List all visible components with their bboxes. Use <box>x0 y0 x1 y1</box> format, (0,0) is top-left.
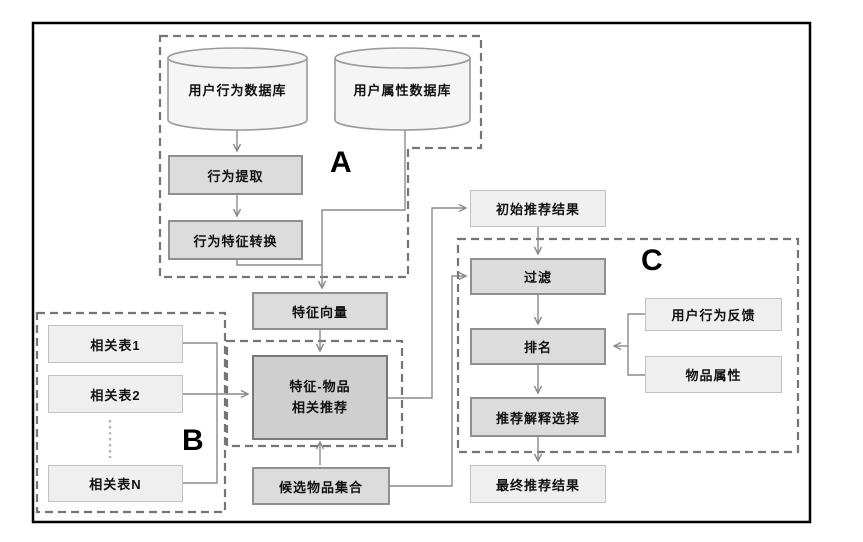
node-feature-item-recommend: 特征-物品 相关推荐 <box>252 355 388 440</box>
node-related-table-n: 相关表N <box>48 465 183 502</box>
flow-edges <box>183 130 645 487</box>
node-candidate-item-set: 候选物品集合 <box>252 467 390 505</box>
node-feature-vector: 特征向量 <box>252 292 388 330</box>
node-explanation-selection: 推荐解释选择 <box>470 397 606 437</box>
region-c-outline <box>456 237 800 454</box>
node-item-attributes: 物品属性 <box>645 356 782 393</box>
node-filter: 过滤 <box>470 258 606 295</box>
node-final-results: 最终推荐结果 <box>470 465 606 503</box>
node-related-table-2: 相关表2 <box>48 375 183 413</box>
node-related-table-1: 相关表1 <box>48 325 183 363</box>
region-b-outline <box>35 311 227 514</box>
section-label-a: A <box>330 146 352 179</box>
section-label-b: B <box>182 424 204 457</box>
cylinder-user-attribute-db <box>334 47 471 131</box>
node-user-behavior-db: 用户行为数据库 <box>188 82 287 98</box>
node-initial-results: 初始推荐结果 <box>470 190 606 227</box>
node-behavior-feature-transform: 行为特征转换 <box>168 220 303 260</box>
database-cylinders <box>167 47 471 131</box>
node-user-attribute-db: 用户属性数据库 <box>353 82 452 98</box>
node-behavior-extraction: 行为提取 <box>168 155 303 195</box>
section-label-c: C <box>641 244 663 277</box>
node-user-behavior-feedback: 用户行为反馈 <box>645 298 782 331</box>
outer-frame <box>31 21 812 524</box>
cylinder-user-behavior-db <box>167 47 308 131</box>
node-ranking: 排名 <box>470 328 606 365</box>
